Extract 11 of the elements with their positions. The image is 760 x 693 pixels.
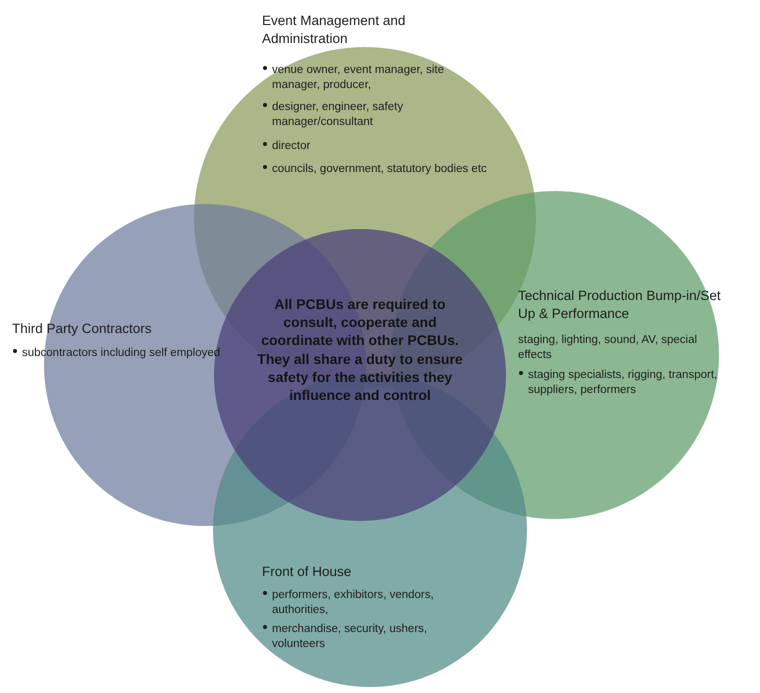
group-heading: Third Party Contractors <box>12 320 153 338</box>
bullet-item: councils, government, statutory bodies etc <box>262 162 522 177</box>
bullet-item: designer, engineer, safety manager/consultant <box>262 100 482 130</box>
center-statement: All PCBUs are required to consult, cooperate and coordinate with other PCBUs. They all share a duty to ensure safety for the activities they influence and control <box>256 295 464 404</box>
bullet-item: staging specialists, rigging, transport, suppliers, performers <box>518 368 723 398</box>
group-heading: Event Management and Administration <box>262 12 406 48</box>
bullet-item: performers, exhibitors, vendors, authorities, <box>262 588 477 618</box>
description-text: staging, lighting, sound, AV, special effects <box>518 333 698 363</box>
bullet-item: director <box>262 139 482 154</box>
group-heading: Front of House <box>262 563 352 581</box>
bullet-item: merchandise, security, ushers, volunteers <box>262 622 477 652</box>
